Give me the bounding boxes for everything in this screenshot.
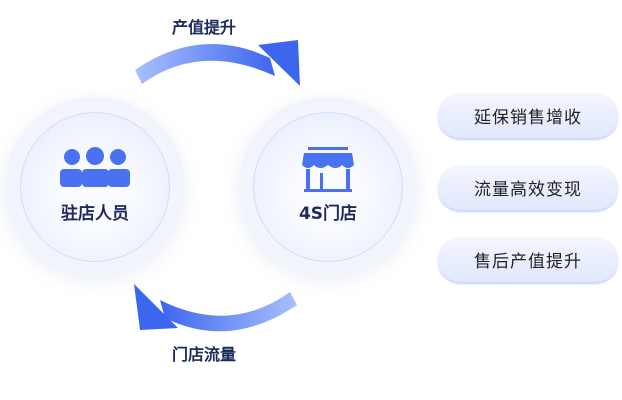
benefit-pill: 流量高效变现 bbox=[438, 165, 618, 210]
top-arrow-icon bbox=[135, 40, 300, 86]
bottom-arrow-label: 门店流量 bbox=[172, 345, 237, 364]
top-arrow-label: 产值提升 bbox=[172, 18, 237, 37]
people-icon bbox=[60, 147, 130, 187]
benefit-pill: 售后产值提升 bbox=[438, 237, 618, 282]
store-icon bbox=[302, 147, 354, 192]
bottom-arrow-icon bbox=[134, 284, 297, 332]
node-store-label: 4S门店 bbox=[298, 204, 358, 224]
node-staff-label: 驻店人员 bbox=[61, 204, 129, 224]
node-store: 4S门店 bbox=[238, 97, 418, 277]
benefit-pill: 延保销售增收 bbox=[438, 93, 618, 138]
node-staff: 驻店人员 bbox=[5, 97, 185, 277]
